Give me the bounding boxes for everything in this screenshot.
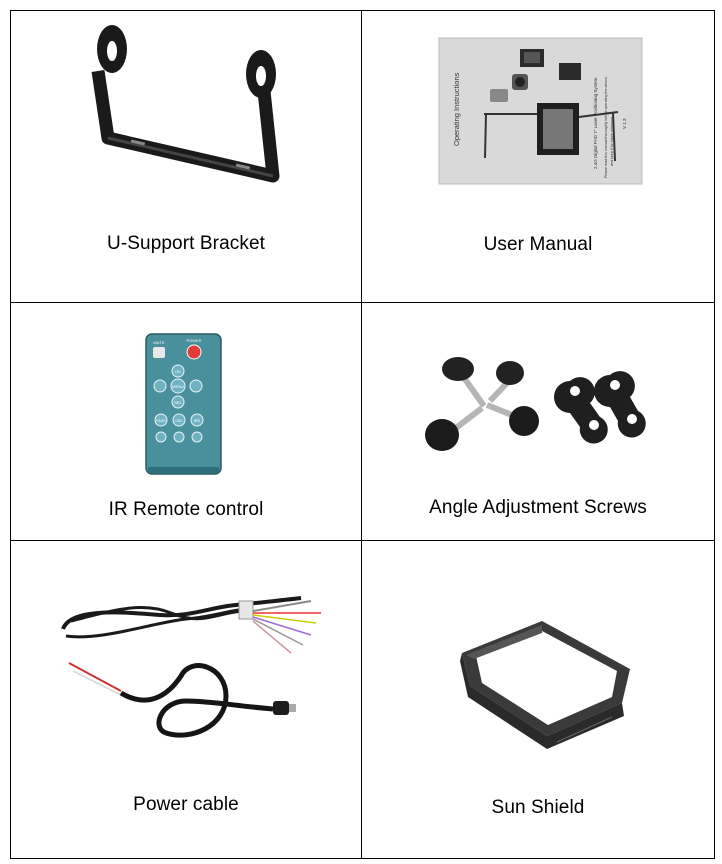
item-label: Sun Shield — [491, 797, 585, 818]
item-u-support-bracket: U-Support Bracket — [11, 11, 362, 303]
item-angle-screws: Angle Adjustment Screws — [362, 303, 715, 541]
remote-sel-label: SEL — [174, 400, 182, 405]
item-ir-remote: MUTE POWER OK MENU SEL PAGE OSD BRI — [11, 303, 362, 541]
remote-bri-label: BRI — [194, 419, 200, 423]
manual-title: Operating Instructions — [452, 72, 461, 146]
item-label: User Manual — [483, 234, 593, 255]
manual-subtitle: 2.4G Digital FHD 7" Laser Positioning Sy… — [593, 77, 598, 169]
remote-ok-label: OK — [175, 369, 181, 374]
power-cable-icon — [61, 596, 321, 738]
item-sun-shield: Sun Shield — [362, 541, 715, 859]
remote-osd-label: OSD — [175, 419, 183, 423]
manual-note-2: and keep it for future reference. — [610, 116, 614, 166]
u-support-bracket-icon — [91, 25, 280, 183]
sun-shield-icon — [460, 621, 630, 749]
manual-booklet: Operating Instructions 2.4G Digital FHD … — [438, 37, 643, 185]
item-label: Power cable — [133, 794, 239, 815]
remote-mute-label: MUTE — [153, 340, 165, 345]
accessories-table: U-Support Bracket Operatin — [10, 10, 715, 859]
remote-menu-label: MENU — [172, 384, 184, 389]
item-label: U-Support Bracket — [107, 233, 265, 254]
manual-version: V 1.3 — [622, 118, 627, 129]
item-label: Angle Adjustment Screws — [429, 497, 647, 518]
remote-page-label: PAGE — [156, 419, 166, 423]
angle-screws-icon — [425, 357, 646, 451]
item-label: IR Remote control — [108, 499, 264, 520]
remote-power-label: POWER — [186, 338, 201, 343]
manual-note-1: Please read this manual thoroughly befor… — [604, 76, 608, 178]
item-power-cable: Power cable — [11, 541, 362, 859]
item-user-manual: Operating Instructions 2.4G Digital FHD … — [362, 11, 715, 303]
remote-body: MUTE POWER OK MENU SEL PAGE OSD BRI — [145, 333, 222, 475]
